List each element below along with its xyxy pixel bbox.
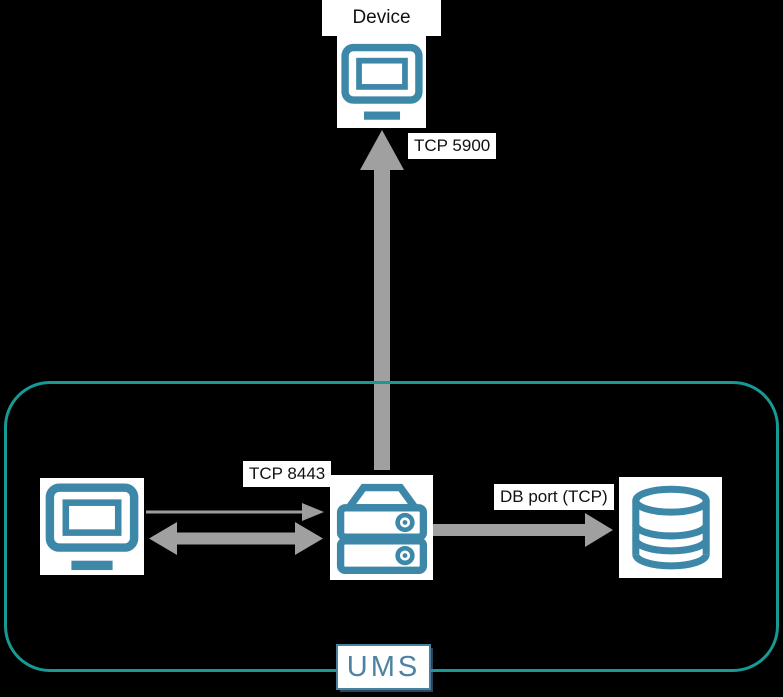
database-node [619, 477, 722, 578]
server-icon [336, 483, 427, 574]
server-to-database-arrow-icon [433, 513, 613, 547]
console-node [40, 478, 144, 575]
dbport-edge-label: DB port (TCP) [494, 484, 614, 511]
device-node [337, 36, 426, 128]
monitor-icon [45, 482, 139, 570]
database-icon [631, 485, 710, 569]
tcp5900-edge-label: TCP 5900 [408, 133, 497, 160]
monitor-icon [340, 43, 423, 120]
tcp8443-edge-label: TCP 8443 [243, 461, 332, 488]
device-node-label: Device [322, 0, 441, 36]
ums-container-label: UMS [336, 644, 431, 690]
tcp5900-arrow-up-icon [360, 130, 404, 470]
ums-server-node [330, 475, 433, 580]
console-to-server-double-arrow-icon [149, 522, 323, 555]
console-to-server-thin-arrow-icon [146, 500, 324, 524]
